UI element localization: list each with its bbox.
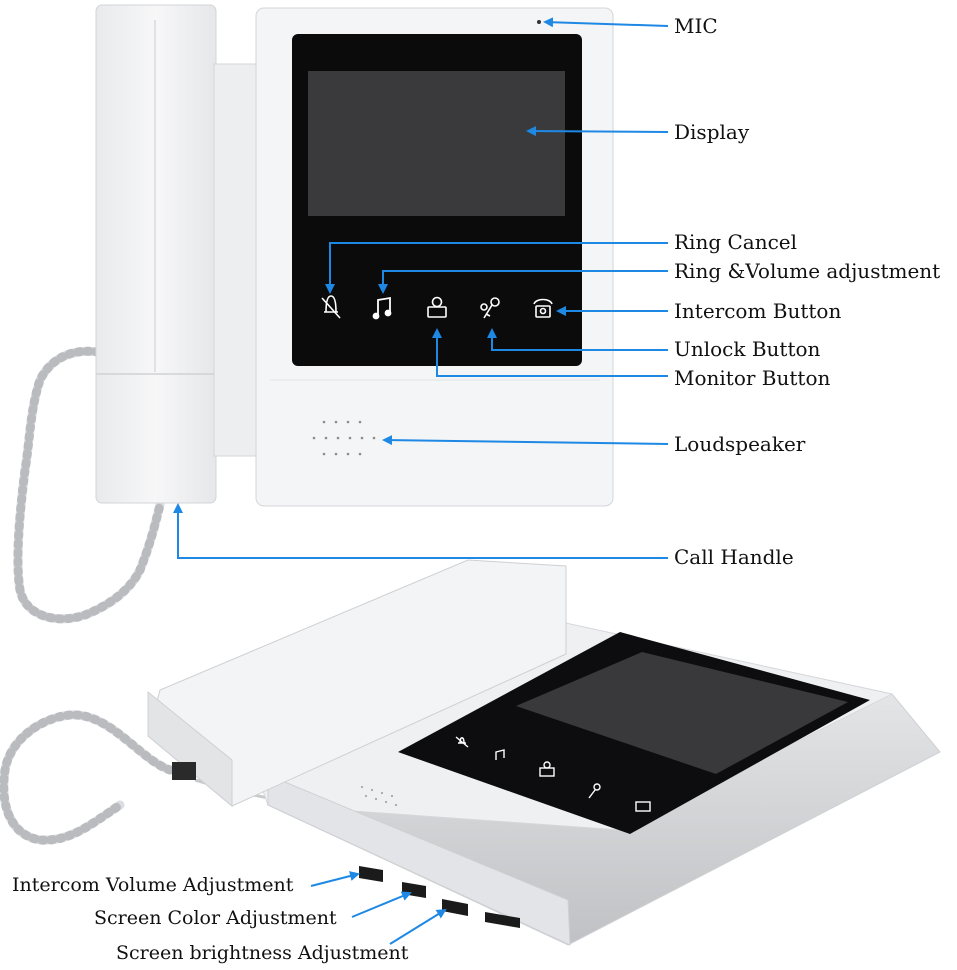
adjustment-slots <box>359 866 520 928</box>
mic-label: MIC <box>674 14 718 38</box>
angled-view-device <box>0 559 941 946</box>
display-area <box>308 71 565 216</box>
intercom-volume-slot[interactable] <box>359 866 383 882</box>
loudspeaker-grille <box>312 420 376 456</box>
unlock-button-label: Unlock Button <box>674 337 821 361</box>
angled-display <box>516 652 848 774</box>
monitor-button-label: Monitor Button <box>674 366 831 390</box>
angled-coiled-cord <box>0 710 175 845</box>
screen-brightness-slot[interactable] <box>442 899 468 916</box>
callout-arrows <box>173 17 669 945</box>
screen-color-label: Screen Color Adjustment <box>94 907 337 929</box>
display-label: Display <box>674 120 750 144</box>
coiled-cord <box>13 346 165 624</box>
screen-brightness-label: Screen brightness Adjustment <box>116 942 409 964</box>
music-note-icon[interactable] <box>372 296 392 320</box>
ring-cancel-label: Ring Cancel <box>674 230 798 254</box>
key-icon[interactable] <box>480 297 500 319</box>
ring-cancel-icon[interactable] <box>321 295 341 319</box>
angled-button-icons <box>455 736 651 812</box>
intercom-button-label: Intercom Button <box>674 299 842 323</box>
intercom-volume-label: Intercom Volume Adjustment <box>12 874 294 896</box>
ring-volume-label: Ring &Volume adjustment <box>674 259 941 283</box>
mic-hole <box>537 20 541 24</box>
front-view-device <box>13 4 614 624</box>
phone-icon[interactable] <box>533 298 553 318</box>
call-handle-label: Call Handle <box>674 545 794 569</box>
monitor-person-icon[interactable] <box>427 296 447 318</box>
loudspeaker-label: Loudspeaker <box>674 432 806 456</box>
